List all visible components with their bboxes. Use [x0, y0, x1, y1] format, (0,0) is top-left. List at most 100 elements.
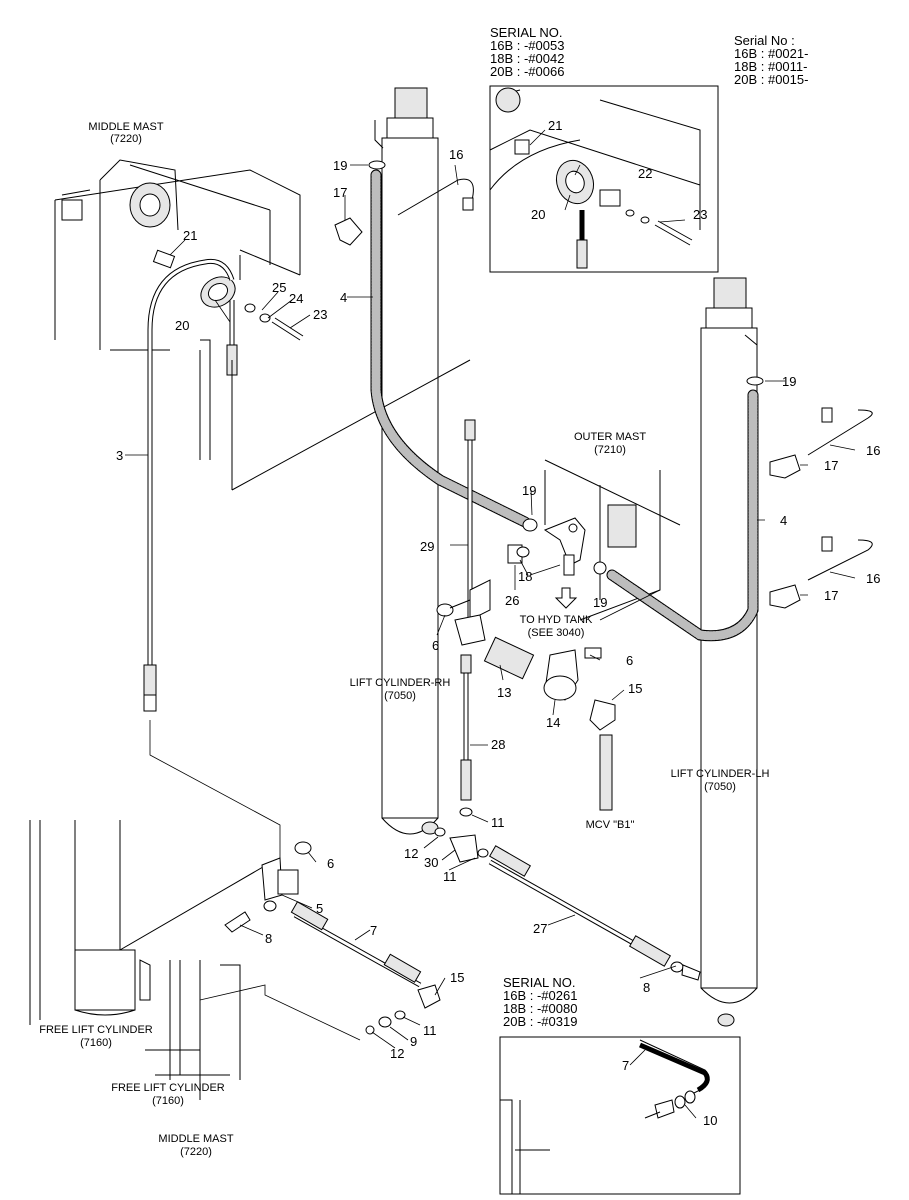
callout-6-b: 6 [626, 653, 633, 668]
svg-text:(7160): (7160) [80, 1037, 112, 1049]
svg-text:20B : -#0066: 20B : -#0066 [490, 64, 564, 79]
callout-19-d: 19 [593, 595, 607, 610]
lift-cylinder-rh [374, 87, 439, 835]
callout-17-c: 17 [824, 588, 838, 603]
svg-text:OUTER MAST: OUTER MAST [574, 431, 646, 443]
block-5-and-hose-7 [224, 841, 441, 1035]
svg-text:LIFT CYLINDER-LH: LIFT CYLINDER-LH [671, 768, 770, 780]
callout-7-inset: 7 [622, 1058, 629, 1073]
svg-text:16B : #0021-: 16B : #0021- [734, 46, 808, 61]
svg-text:(7220): (7220) [110, 133, 142, 145]
inset-top-frame [489, 85, 719, 273]
inset-bottom-drawing [500, 1039, 710, 1194]
serial-block-bottom-right: SERIAL NO. 16B : -#0261 18B : -#0080 20B… [503, 975, 577, 1029]
svg-text:SERIAL NO.: SERIAL NO. [490, 25, 562, 40]
callout-20-b: 20 [531, 207, 545, 222]
inset-top-drawing [489, 87, 701, 269]
callout-7: 7 [370, 923, 377, 938]
callout-23-a: 23 [313, 307, 327, 322]
svg-text:MIDDLE MAST: MIDDLE MAST [158, 1133, 233, 1145]
callout-21-b: 21 [548, 118, 562, 133]
lift-cylinder-lh [700, 277, 758, 1027]
callout-3: 3 [116, 448, 123, 463]
callout-12-a: 12 [404, 846, 418, 861]
clamp-16-17-rh [334, 160, 474, 246]
hose-4-lh-lead [599, 589, 661, 621]
callout-25: 25 [272, 280, 286, 295]
lift-cylinder-rh-label: LIFT CYLINDER-RH (7050) [350, 677, 451, 702]
callout-13: 13 [497, 685, 511, 700]
callout-29: 29 [420, 539, 434, 554]
middle-mast-bottom-label: MIDDLE MAST (7220) [158, 1133, 233, 1158]
hose-4-rh [370, 169, 531, 528]
sheave-pulley-left [152, 249, 304, 341]
leader-lines [125, 129, 856, 1119]
callout-19-c: 19 [522, 483, 536, 498]
svg-text:(7210): (7210) [594, 444, 626, 456]
callout-12-b: 12 [390, 1046, 404, 1061]
svg-text:18B : -#0080: 18B : -#0080 [503, 1001, 577, 1016]
svg-text:Serial No :: Serial No : [734, 33, 795, 48]
free-lift-cylinder-label-mid: FREE LIFT CYLINDER (7160) [111, 1082, 225, 1107]
outer-mast-drawing [231, 359, 681, 621]
callout-19-b: 19 [782, 374, 796, 389]
hose-28 [459, 654, 473, 817]
serial-block-top-right: Serial No : 16B : #0021- 18B : #0011- 20… [734, 33, 808, 87]
svg-text:FREE LIFT CYLINDER: FREE LIFT CYLINDER [111, 1082, 225, 1094]
callout-10: 10 [703, 1113, 717, 1128]
svg-text:SERIAL NO.: SERIAL NO. [503, 975, 575, 990]
svg-text:FREE LIFT CYLINDER: FREE LIFT CYLINDER [39, 1024, 153, 1036]
svg-text:20B : #0015-: 20B : #0015- [734, 72, 808, 87]
callout-16-b: 16 [866, 443, 880, 458]
callout-6-a: 6 [432, 638, 439, 653]
pipe-29 [436, 419, 491, 646]
svg-text:(7160): (7160) [152, 1095, 184, 1107]
callout-27: 27 [533, 921, 547, 936]
callout-16-a: 16 [449, 147, 463, 162]
callout-18: 18 [518, 569, 532, 584]
svg-text:(7050): (7050) [384, 690, 416, 702]
svg-text:(7050): (7050) [704, 781, 736, 793]
callout-22: 22 [638, 166, 652, 181]
middle-mast-top-label: MIDDLE MAST (7220) [88, 121, 163, 145]
callout-21-a: 21 [183, 228, 197, 243]
middle-mast-top-drawing [54, 159, 301, 460]
svg-text:20B : -#0319: 20B : -#0319 [503, 1014, 577, 1029]
svg-text:18B : #0011-: 18B : #0011- [734, 59, 807, 74]
mcv-label: MCV "B1" [586, 819, 635, 831]
inset-bottom-frame [499, 1036, 741, 1195]
svg-text:MCV "B1": MCV "B1" [586, 819, 635, 831]
callout-8-a: 8 [265, 931, 272, 946]
callout-26: 26 [505, 593, 519, 608]
tee-fitting-center [507, 517, 607, 609]
svg-text:18B : -#0042: 18B : -#0042 [490, 51, 564, 66]
clamp-16-17-lh [746, 376, 873, 609]
hose-4-lh [606, 389, 759, 642]
callout-24: 24 [289, 291, 303, 306]
callout-8-b: 8 [643, 980, 650, 995]
callout-5: 5 [316, 901, 323, 916]
svg-text:16B : -#0053: 16B : -#0053 [490, 38, 564, 53]
callout-6-c: 6 [327, 856, 334, 871]
callout-17-b: 17 [824, 458, 838, 473]
callout-28: 28 [491, 737, 505, 752]
callout-19-a: 19 [333, 158, 347, 173]
callout-15-a: 15 [628, 681, 642, 696]
tee-30-and-hose-27 [434, 827, 701, 981]
callout-20-a: 20 [175, 318, 189, 333]
svg-text:16B : -#0261: 16B : -#0261 [503, 988, 577, 1003]
callout-30: 30 [424, 855, 438, 870]
callout-15-b: 15 [450, 970, 464, 985]
callout-23-b: 23 [693, 207, 707, 222]
callout-9: 9 [410, 1034, 417, 1049]
callout-4-left: 4 [340, 290, 347, 305]
callout-4-right: 4 [780, 513, 787, 528]
hose-3 [143, 258, 238, 712]
svg-text:LIFT CYLINDER-RH: LIFT CYLINDER-RH [350, 677, 451, 689]
callout-17-a: 17 [333, 185, 347, 200]
part-number-callouts: 3 4 4 5 6 6 6 7 7 8 8 9 10 11 11 11 12 1… [116, 118, 880, 1128]
hose-3-lead-line [149, 720, 281, 860]
svg-text:MIDDLE MAST: MIDDLE MAST [88, 121, 163, 133]
svg-text:(SEE 3040): (SEE 3040) [528, 627, 585, 639]
